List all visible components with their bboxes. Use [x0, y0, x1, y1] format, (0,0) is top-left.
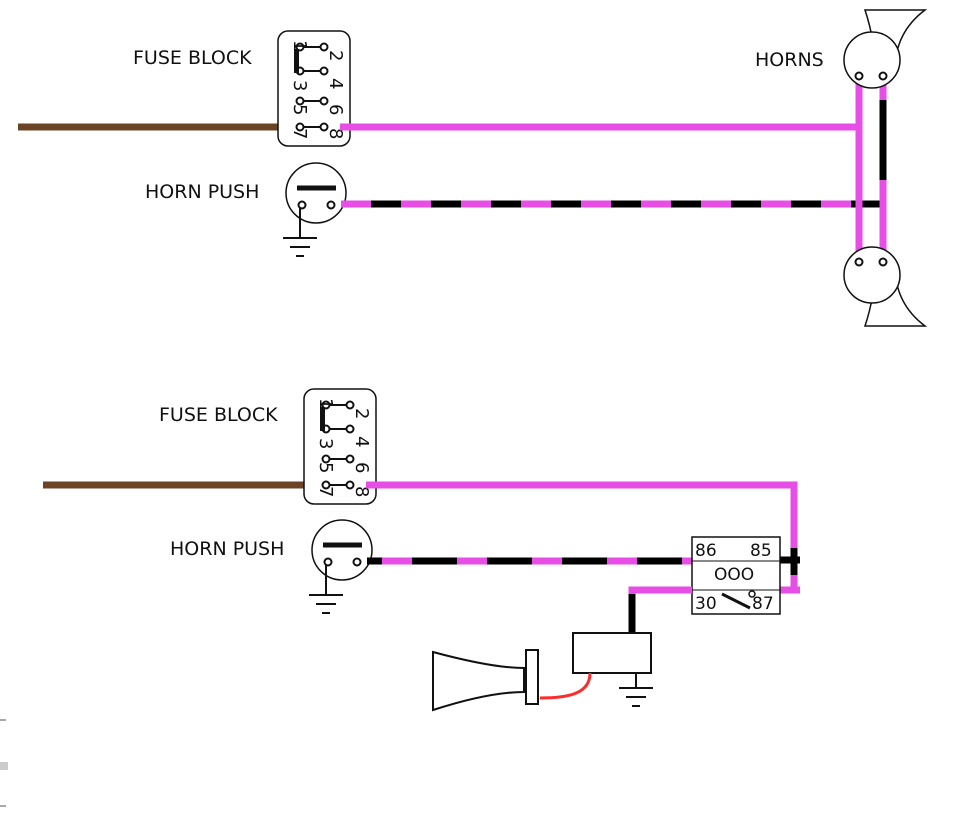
bottom-fuse-num-2: 2 — [351, 408, 372, 419]
top-fuse-block: 1 3 5 7 2 4 6 8 — [277, 30, 351, 147]
top-ground-symbol — [283, 208, 317, 257]
top-fuse-block-label: FUSE BLOCK — [133, 47, 252, 69]
bottom-horn-push-label: HORN PUSH — [170, 538, 284, 560]
relay-pin-87: 87 — [752, 594, 774, 614]
horn-ground-symbol — [619, 673, 653, 707]
relay: 86 85 OOO 30 87 — [691, 536, 781, 615]
relay-pin-30: 30 — [695, 594, 717, 614]
top-upper-horn — [843, 9, 928, 89]
top-fuse-num-5: 5 — [289, 104, 310, 115]
bottom-relay-30-wire — [628, 586, 692, 633]
bottom-diagram: FUSE BLOCK HORN PUSH 1 3 5 7 2 4 6 8 — [43, 388, 800, 712]
top-horn-push — [283, 162, 347, 257]
bottom-fuse-num-1: 1 — [315, 398, 336, 409]
bottom-horn-push — [309, 519, 373, 614]
bottom-fuse-num-6: 6 — [351, 462, 372, 473]
top-fuse-num-8: 8 — [325, 128, 346, 139]
relay-coil: OOO — [714, 565, 754, 585]
horn-red-wire — [539, 672, 592, 700]
bottom-fuse-num-7: 7 — [315, 486, 336, 497]
top-diagram: FUSE BLOCK HORN PUSH HORNS 1 3 5 7 2 4 6… — [18, 9, 928, 327]
top-fuse-num-3: 3 — [289, 80, 310, 91]
top-lower-horn — [843, 246, 928, 327]
top-fuse-num-6: 6 — [325, 104, 346, 115]
relay-pin-86: 86 — [695, 541, 717, 561]
relay-switch-contact — [721, 592, 751, 610]
bottom-fuse-num-4: 4 — [351, 436, 372, 447]
top-fuse-num-1: 1 — [289, 40, 310, 51]
horn-driver-unit — [572, 632, 652, 674]
bottom-fuse-num-5: 5 — [315, 462, 336, 473]
bottom-ground-symbol — [309, 565, 343, 614]
horns-label: HORNS — [755, 49, 824, 71]
top-horn-push-label: HORN PUSH — [145, 181, 259, 203]
bottom-fuse-block: 1 3 5 7 2 4 6 8 — [303, 388, 377, 505]
relay-pin-85: 85 — [750, 541, 772, 561]
bottom-fuse-num-3: 3 — [315, 438, 336, 449]
edge-mark — [0, 762, 8, 770]
top-fuse-num-2: 2 — [325, 50, 346, 61]
bottom-fuse-block-label: FUSE BLOCK — [159, 404, 278, 426]
top-fuse-num-7: 7 — [289, 128, 310, 139]
bottom-fuse-num-8: 8 — [351, 486, 372, 497]
trumpet-horn — [432, 649, 539, 712]
top-fuse-num-4: 4 — [325, 78, 346, 89]
